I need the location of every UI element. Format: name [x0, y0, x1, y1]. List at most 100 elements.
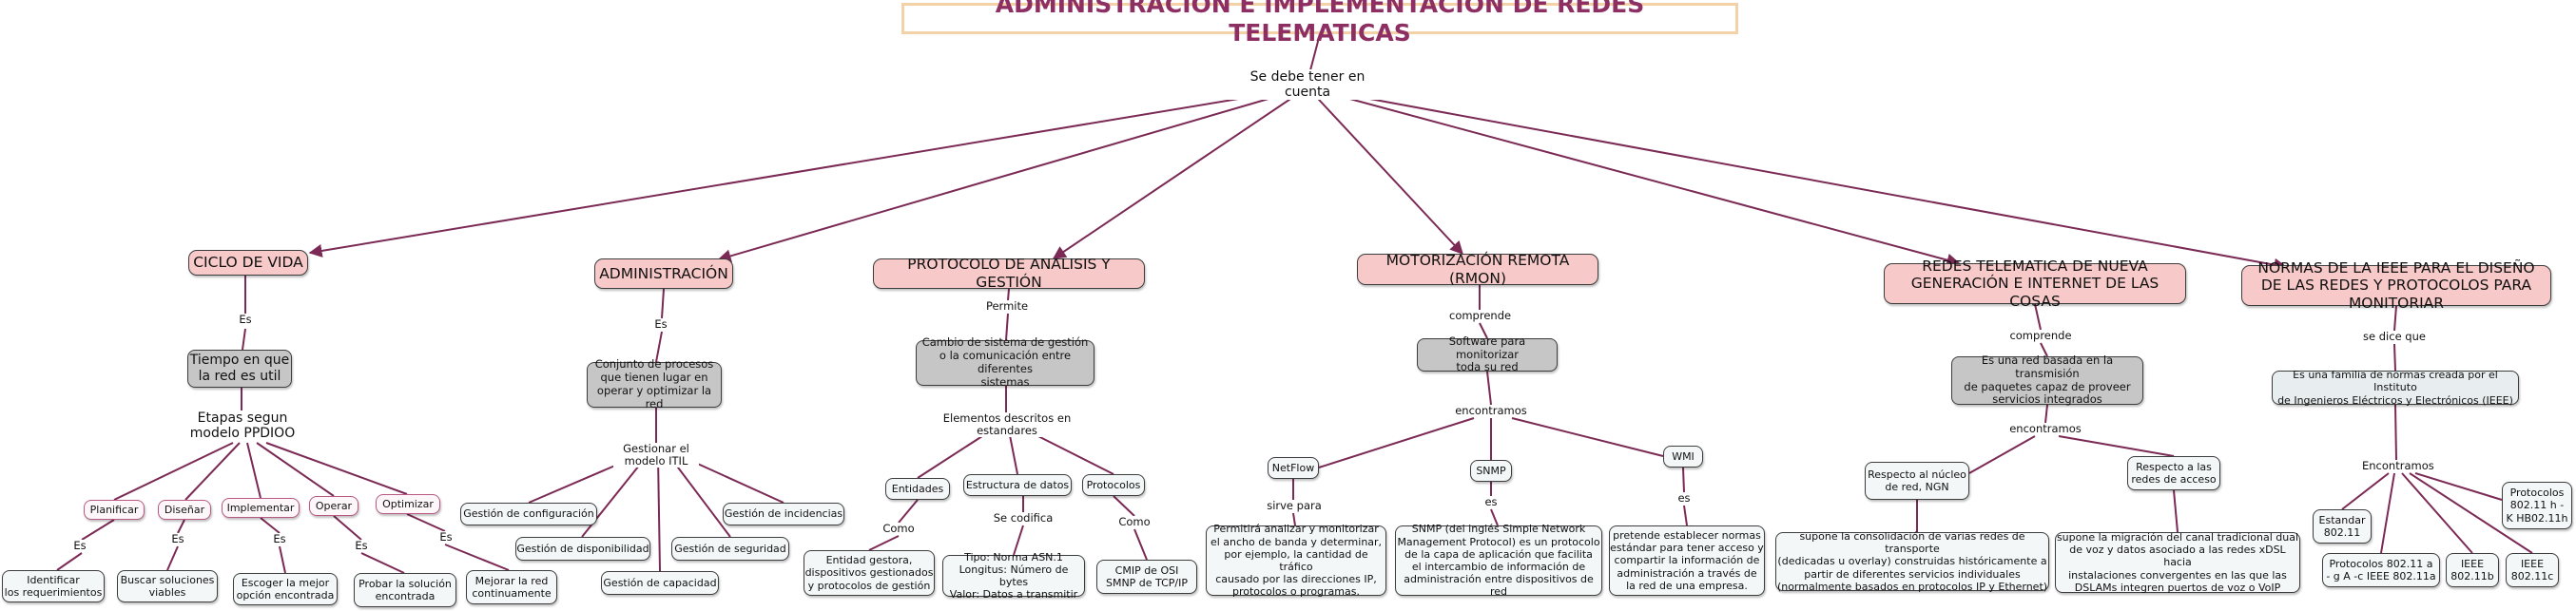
connector-line	[279, 545, 286, 574]
tool-netflow[interactable]: NetFlow	[1268, 457, 1319, 479]
leaf-escoger[interactable]: Escoger la mejor opción encontrada	[233, 573, 338, 605]
item-gestion-capacidad[interactable]: Gestión de capacidad	[601, 571, 719, 595]
item-gestion-seguridad[interactable]: Gestión de seguridad	[671, 537, 789, 561]
ciclo-concept-node[interactable]: Tiempo en que la red es util	[187, 350, 292, 388]
leaf-tipo-norma[interactable]: Tipo: Norma ASN.1 Longitus: Número de by…	[942, 551, 1085, 601]
connector-line	[56, 552, 83, 571]
sub-redes-acceso[interactable]: Respecto a las redes de acceso	[2127, 456, 2220, 490]
ngn-concept-node[interactable]: Es una red basada en la transmisión de p…	[1951, 353, 2143, 406]
admin-link-itil: Gestionar el modelo ITIL	[613, 442, 699, 468]
connector-line	[2380, 472, 2395, 554]
connector-line	[242, 328, 246, 351]
connector-line	[1490, 508, 1499, 526]
connector-line	[1013, 525, 1024, 556]
item-gestion-incidencias[interactable]: Gestión de incidencias	[723, 503, 844, 525]
leaf-identificar[interactable]: Identificar los requerimientos	[2, 570, 105, 602]
element-link-codifica: Se codifica	[993, 511, 1054, 525]
protocolo-node[interactable]: PROTOCOLO DE ANALISIS Y GESTIÓN	[873, 256, 1145, 291]
connector-line	[1113, 495, 1135, 517]
connector-line	[184, 442, 241, 501]
protocolo-concept-node[interactable]: Cambio de sistema de gestión o la comuni…	[916, 336, 1094, 389]
tool-link-es-1: es	[1483, 495, 1499, 509]
stage-planificar[interactable]: Planificar	[84, 500, 145, 520]
connector-line	[657, 455, 661, 572]
connector-line	[1479, 322, 1488, 339]
connector-line	[1133, 528, 1148, 561]
leaf-probar[interactable]: Probar la solución encontrada	[354, 573, 456, 607]
connector-line	[81, 519, 115, 541]
leaf-entidad-gestora[interactable]: Entidad gestora, dispositivos gestionado…	[804, 550, 935, 596]
branch-arrow-ngn	[1307, 86, 1961, 267]
element-entidades[interactable]: Entidades	[885, 478, 950, 500]
connector-line	[113, 442, 234, 501]
connector-line	[2173, 489, 2179, 533]
item-gestion-disponibilidad[interactable]: Gestión de disponibilidad	[515, 537, 650, 561]
leaf-netflow-desc[interactable]: Permitirá analizar y monitorizar el anch…	[1206, 523, 1386, 598]
connector-line	[1005, 313, 1009, 341]
ieee-node[interactable]: NORMAS DE LA IEEE PARA EL DISEÑO DE LAS …	[2241, 259, 2551, 312]
protocolo-link-elementos: Elementos descritos en estandares	[922, 411, 1092, 438]
leaf-buscar[interactable]: Buscar soluciones viables	[117, 570, 218, 602]
connector-line	[1683, 505, 1688, 526]
connector-line	[898, 499, 919, 524]
stage-link-es-1: Es	[71, 539, 88, 553]
leaf-mejorar[interactable]: Mejorar la red continuamente	[466, 570, 557, 604]
connector-line	[2414, 472, 2503, 501]
branch-arrow-rmon	[1307, 86, 1463, 256]
leaf-migracion[interactable]: supone la migración del canal tradiciona…	[2055, 531, 2300, 594]
connector-line	[1007, 288, 1010, 301]
branch-arrow-admin	[717, 86, 1308, 263]
element-estructura[interactable]: Estructura de datos	[963, 474, 1072, 496]
ciclo-de-vida-node[interactable]: CICLO DE VIDA	[188, 250, 308, 276]
tool-link-es-2: es	[1676, 491, 1692, 506]
stage-implementar[interactable]: Implementar	[222, 498, 300, 518]
std-estandar-80211[interactable]: Estandar 802.11	[2313, 509, 2372, 544]
connector-line	[2034, 303, 2042, 331]
ieee-link-se-dice: se dice que	[2363, 330, 2426, 344]
ngn-link-encontramos: encontramos	[2009, 422, 2082, 436]
stage-optimizar[interactable]: Optimizar	[376, 494, 440, 514]
rmon-node[interactable]: MOTORIZACIÓN REMOTA (RMON)	[1357, 252, 1598, 287]
element-link-como-1: Como	[882, 522, 915, 536]
branch-arrow-protocolo	[1052, 86, 1308, 259]
connector-line	[265, 442, 408, 495]
element-protocolos[interactable]: Protocolos	[1082, 474, 1145, 496]
ciclo-link-etapas: Etapas segun modelo PPDIOO	[185, 411, 300, 442]
leaf-cmip-snmp[interactable]: CMIP de OSI SMNP de TCP/IP	[1096, 560, 1197, 594]
std-protocolos-80211a[interactable]: Protocolos 802.11 a - g A -c IEEE 802.11…	[2322, 553, 2440, 587]
leaf-consolidacion[interactable]: supone la consolidación de varias redes …	[1775, 530, 2049, 593]
admin-concept-node[interactable]: Conjunto de procesos que tienen lugar en…	[587, 358, 722, 411]
leaf-wmi-desc[interactable]: pretende establecer normas estándar para…	[1609, 525, 1765, 596]
connector-line	[661, 288, 665, 319]
ieee-concept-node[interactable]: Es una familia de normas creada por el I…	[2272, 369, 2519, 407]
connector-line	[246, 442, 261, 499]
connector-line	[1318, 417, 1475, 468]
administracion-node[interactable]: ADMINISTRACIÓN	[594, 258, 733, 289]
connector-line	[868, 535, 900, 551]
tool-wmi[interactable]: WMI	[1663, 446, 1703, 468]
std-ieee-80211b[interactable]: IEEE 802.11b	[2446, 553, 2499, 587]
connector-line	[668, 455, 731, 538]
admin-link-es: Es	[650, 317, 671, 332]
leaf-snmp-desc[interactable]: SNMP (del inglés Simple Network Manageme…	[1395, 523, 1602, 598]
stage-operar[interactable]: Operar	[309, 496, 358, 516]
tool-snmp[interactable]: SNMP	[1470, 460, 1512, 482]
rmon-concept-node[interactable]: Software para monitorizar toda su red	[1417, 334, 1558, 373]
connector-line	[2393, 343, 2396, 372]
root-link-label: Se debe tener en cuenta	[1227, 69, 1388, 101]
item-gestion-configuracion[interactable]: Gestión de configuración	[460, 503, 597, 525]
stage-link-es-5: Es	[437, 530, 455, 544]
connector-line	[2058, 435, 2175, 457]
stage-link-es-4: Es	[353, 539, 370, 553]
connector-line	[1968, 435, 2036, 474]
rmon-link-comprende: comprende	[1449, 309, 1512, 323]
sub-nucleo-ngn[interactable]: Respecto al núcleo de red, NGN	[1865, 462, 1969, 500]
connector-line	[406, 513, 446, 532]
connector-line	[177, 519, 185, 534]
ngn-node[interactable]: REDES TELEMATICA DE NUEVA GENERACIÓN E I…	[1884, 258, 2186, 310]
connector-line	[1682, 467, 1685, 493]
std-ieee-80211c[interactable]: IEEE 802.11c	[2506, 553, 2559, 587]
stage-disenar[interactable]: Diseñar	[158, 500, 211, 520]
std-protocolos-80211h[interactable]: Protocolos 802.11 h - K HB02.11h	[2502, 482, 2572, 529]
